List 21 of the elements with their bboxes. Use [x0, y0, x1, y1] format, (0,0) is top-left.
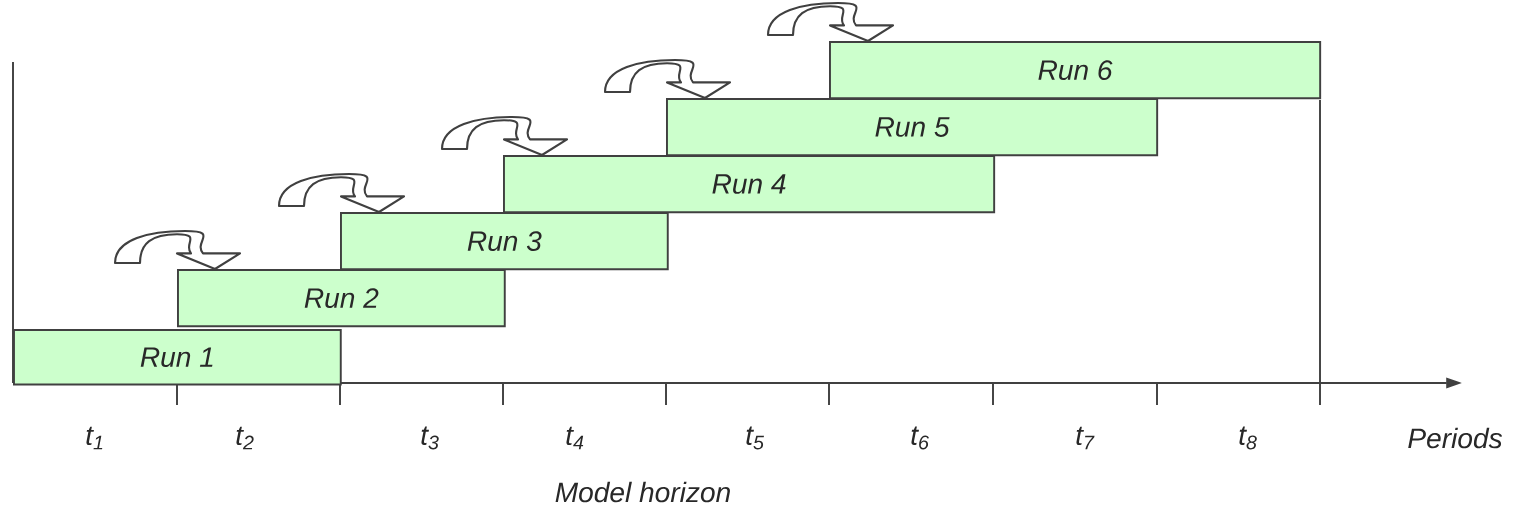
- period-label: t$_{6}$: [911, 426, 929, 450]
- run-box: Run 2: [177, 269, 506, 328]
- curved-arrow: [113, 229, 242, 271]
- curved-arrow: [277, 172, 406, 214]
- run-box: Run 5: [666, 98, 1159, 157]
- run-box: Run 4: [503, 155, 996, 214]
- run-box: Run 6: [829, 41, 1322, 100]
- period-label: t$_{2}$: [236, 426, 254, 450]
- run-box: Run 1: [13, 329, 342, 386]
- period-label: t$_{5}$: [746, 426, 764, 450]
- curved-arrow: [440, 115, 569, 157]
- period-label: t$_{8}$: [1239, 426, 1257, 450]
- run-box: Run 3: [340, 212, 669, 271]
- curved-arrow: [766, 1, 895, 43]
- axis-label: Periods: [1408, 427, 1503, 449]
- curved-arrow: [603, 58, 732, 100]
- period-label: t$_{1}$: [86, 426, 103, 450]
- period-label: t$_{3}$: [421, 426, 439, 450]
- period-label: t$_{7}$: [1076, 426, 1095, 450]
- caption-label: Model horizon: [555, 481, 730, 503]
- period-label: t$_{4}$: [566, 426, 584, 450]
